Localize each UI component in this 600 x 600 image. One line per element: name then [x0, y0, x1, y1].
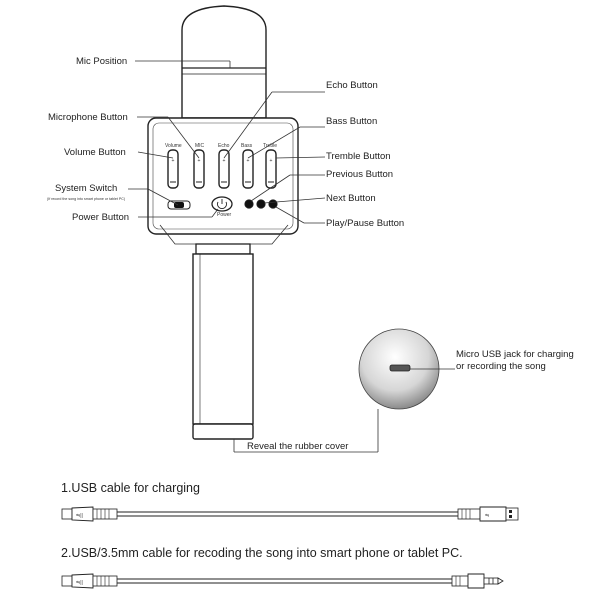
mic-neck [195, 243, 251, 255]
panel-label-bass: Bass [241, 143, 253, 149]
label-next-button: Next Button [326, 193, 376, 204]
label-echo-button: Echo Button [326, 80, 378, 91]
treble-slider[interactable]: + [265, 149, 277, 189]
label-usb-jack: Micro USB jack for charging [456, 349, 574, 360]
label-volume-button: Volume Button [64, 147, 126, 158]
panel-label-treble: Treble [263, 143, 277, 149]
caption-cable-2: 2.USB/3.5mm cable for recoding the song … [61, 546, 463, 560]
svg-text:+: + [247, 158, 250, 164]
play-pause-button[interactable] [268, 199, 278, 209]
label-bass-button: Bass Button [326, 116, 377, 127]
plug-icon [451, 573, 504, 589]
usb-symbol-icon: ⇋|| [76, 513, 83, 519]
svg-text:+: + [270, 158, 273, 164]
label-tremble-button: Tremble Button [326, 151, 391, 162]
microphone-icon: Volume MIC Echo Bass Treble + + + + + [147, 5, 299, 440]
previous-button[interactable] [244, 199, 254, 209]
usb-audio-cable-2: ⇋|| [61, 573, 504, 589]
label-system-switch: System Switch [55, 183, 117, 194]
panel-label-echo: Echo [218, 143, 230, 149]
mic-head [181, 5, 267, 119]
label-power-button: Power Button [72, 212, 129, 223]
mic-handle [192, 253, 254, 425]
control-body-inner [152, 122, 294, 230]
label-play-pause-button: Play/Pause Button [326, 218, 404, 229]
label-system-switch-note: (If record the song into smart phone or … [47, 197, 125, 201]
svg-text:+: + [198, 158, 201, 164]
svg-text:⇋: ⇋ [485, 513, 489, 519]
power-button[interactable] [211, 196, 233, 212]
panel-label-power: Power [217, 212, 232, 218]
leader-tremble-button [275, 156, 326, 159]
label-microphone-button: Microphone Button [48, 112, 128, 123]
label-mic-position: Mic Position [76, 56, 127, 67]
svg-text:⇋||: ⇋|| [76, 580, 83, 586]
leader-next-button [263, 197, 326, 204]
micro-usb-port [389, 364, 411, 372]
echo-slider[interactable]: + [218, 149, 230, 189]
bass-slider[interactable]: + [242, 149, 254, 189]
volume-slider[interactable]: + [167, 149, 179, 189]
microphone-slider[interactable]: + [193, 149, 205, 189]
panel-label-mic: MIC [195, 143, 205, 149]
leader-volume-button [137, 151, 174, 159]
label-rubber-cover: Reveal the rubber cover [247, 441, 348, 452]
usb-cable-1: ⇋|| ⇋ [61, 506, 519, 522]
rubber-cover [192, 423, 254, 440]
label-usb-jack-line2: or recording the song [456, 361, 546, 372]
next-button[interactable] [256, 199, 266, 209]
system-switch[interactable] [167, 200, 191, 210]
svg-text:+: + [223, 158, 226, 164]
caption-cable-1: 1.USB cable for charging [61, 481, 200, 495]
svg-text:+: + [172, 158, 175, 164]
label-previous-button: Previous Button [326, 169, 393, 180]
panel-label-volume: Volume [165, 143, 182, 149]
